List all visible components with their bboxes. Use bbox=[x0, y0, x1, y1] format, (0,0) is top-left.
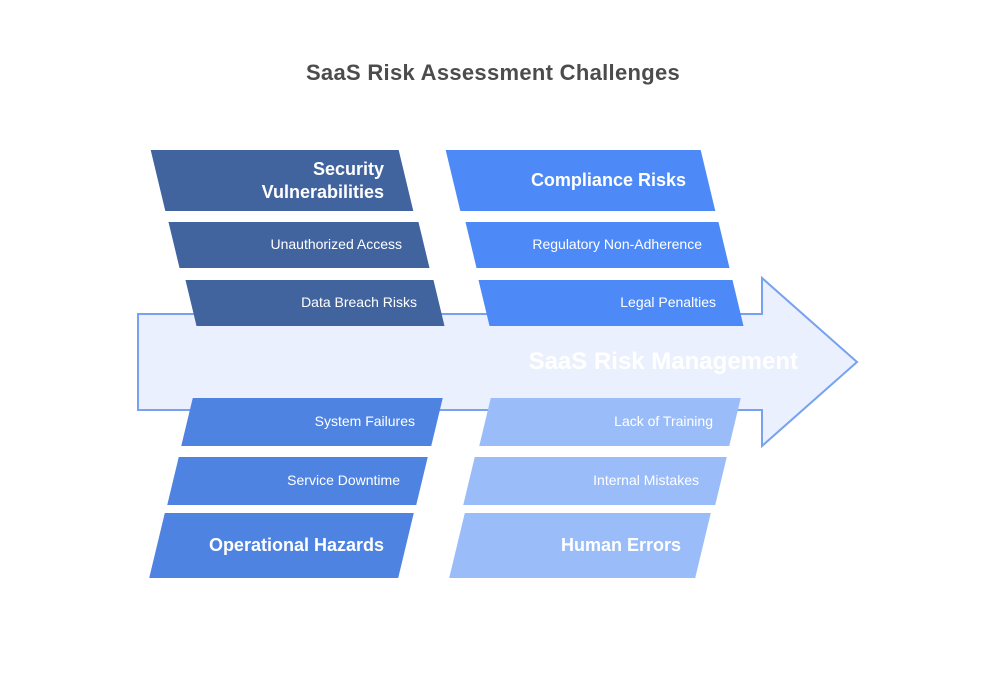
bar-label-human-errors: Human Errors bbox=[560, 535, 681, 556]
bar-label-service-downtime: Service Downtime bbox=[287, 472, 400, 489]
bar-unauthorized-access: Unauthorized Access bbox=[174, 222, 424, 268]
bar-human-errors: Human Errors bbox=[457, 513, 703, 578]
bar-regulatory-non-adherence: Regulatory Non-Adherence bbox=[471, 222, 724, 268]
bar-legal-penalties: Legal Penalties bbox=[484, 280, 738, 326]
bar-label-unauthorized-access: Unauthorized Access bbox=[270, 236, 402, 253]
bar-label-legal-penalties: Legal Penalties bbox=[620, 294, 716, 311]
bar-label-security-vulnerabilities: Security Vulnerabilities bbox=[261, 159, 384, 202]
bar-internal-mistakes: Internal Mistakes bbox=[469, 457, 721, 505]
main-arrow-label: SaaS Risk Management bbox=[528, 348, 798, 375]
bar-security-vulnerabilities: Security Vulnerabilities bbox=[158, 150, 406, 211]
bar-label-system-failures: System Failures bbox=[314, 413, 415, 430]
bar-data-breach-risks: Data Breach Risks bbox=[191, 280, 439, 326]
bar-service-downtime: Service Downtime bbox=[173, 457, 422, 505]
bar-compliance-risks: Compliance Risks bbox=[453, 150, 708, 211]
bar-system-failures: System Failures bbox=[187, 398, 437, 446]
bar-label-compliance-risks: Compliance Risks bbox=[530, 170, 686, 191]
bar-label-regulatory-non-adherence: Regulatory Non-Adherence bbox=[532, 236, 702, 253]
bar-label-data-breach-risks: Data Breach Risks bbox=[301, 294, 417, 311]
bar-label-internal-mistakes: Internal Mistakes bbox=[593, 472, 699, 489]
bar-lack-of-training: Lack of Training bbox=[485, 398, 735, 446]
bar-label-lack-of-training: Lack of Training bbox=[614, 413, 713, 430]
bar-operational-hazards: Operational Hazards bbox=[157, 513, 406, 578]
bar-label-operational-hazards: Operational Hazards bbox=[208, 535, 384, 556]
diagram-title: SaaS Risk Assessment Challenges bbox=[305, 60, 681, 85]
